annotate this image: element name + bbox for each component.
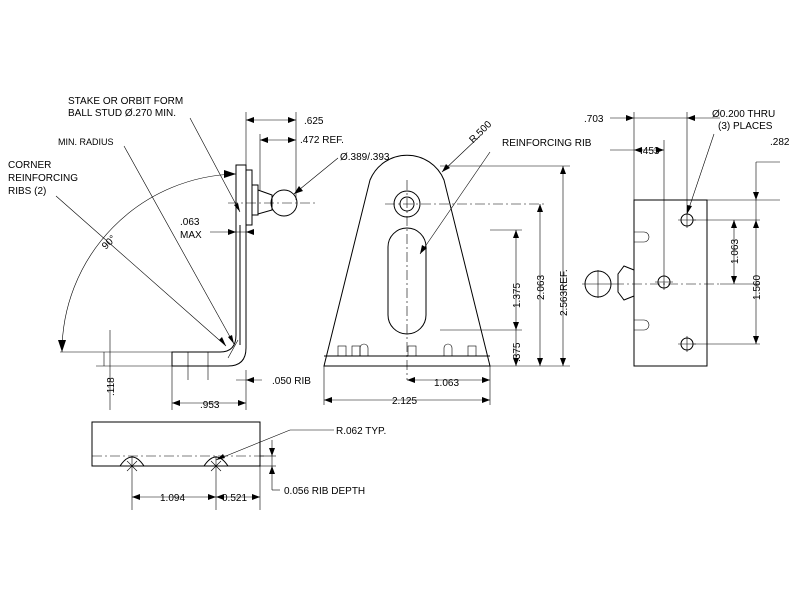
dim-1094-label: 1.094	[160, 493, 185, 504]
dim-625-label: .625	[304, 116, 324, 127]
rib-depth-note: 0.056 RIB DEPTH	[284, 486, 365, 497]
thickness-max-label: MAX	[180, 230, 202, 241]
hole-note-line1: Ø0.200 THRU	[712, 109, 775, 120]
dim-050-rib-label: .050 RIB	[272, 376, 311, 387]
dim-472-label: .472 REF.	[300, 135, 344, 146]
min-radius-note: MIN. RADIUS	[58, 137, 114, 147]
corner-note-line2: REINFORCING	[8, 173, 78, 184]
stake-note-line2: BALL STUD Ø.270 MIN.	[68, 108, 176, 119]
dim-1063b-label: 1.063	[730, 239, 741, 264]
dim-453-label: .453	[640, 146, 660, 157]
dim-0521-label: 0.521	[222, 493, 247, 504]
dim-953-label: .953	[200, 400, 220, 411]
bottom-view: 1.094 0.521	[91, 421, 334, 510]
front-view: R.500 1.375 2.063 2.563REF. .375 2.125	[323, 119, 570, 407]
corner-note-line3: RIBS (2)	[8, 186, 46, 197]
corner-note-line1: CORNER	[8, 160, 51, 171]
side-view: 90° .118 .953 .050 RIB .625 .472 REF.	[55, 112, 390, 411]
stake-note-line1: STAKE OR ORBIT FORM	[68, 96, 183, 107]
dim-2125-label: 2.125	[392, 396, 417, 407]
dim-r500-label: R.500	[468, 119, 495, 146]
dim-703-label: .703	[584, 114, 604, 125]
dim-118-label: .118	[106, 377, 117, 396]
thickness-label: .063	[180, 217, 200, 228]
dim-282-label: .282	[770, 137, 790, 148]
dim-2563-label: 2.563REF.	[559, 269, 570, 316]
dim-2063-label: 2.063	[536, 275, 547, 300]
rib-radius-note: R.062 TYP.	[336, 426, 386, 437]
reinforcing-rib-note: REINFORCING RIB	[502, 138, 592, 149]
dim-ball-dia-label: Ø.389/.393	[340, 152, 390, 163]
dim-1063a-label: 1.063	[434, 378, 459, 389]
dim-1375-label: 1.375	[512, 283, 523, 308]
dim-375-label: .375	[512, 342, 523, 362]
hole-note-line2: (3) PLACES	[718, 121, 773, 132]
end-view: .703 .453 .282 1.063 1.560	[582, 112, 790, 367]
dim-1560-label: 1.560	[752, 275, 763, 300]
